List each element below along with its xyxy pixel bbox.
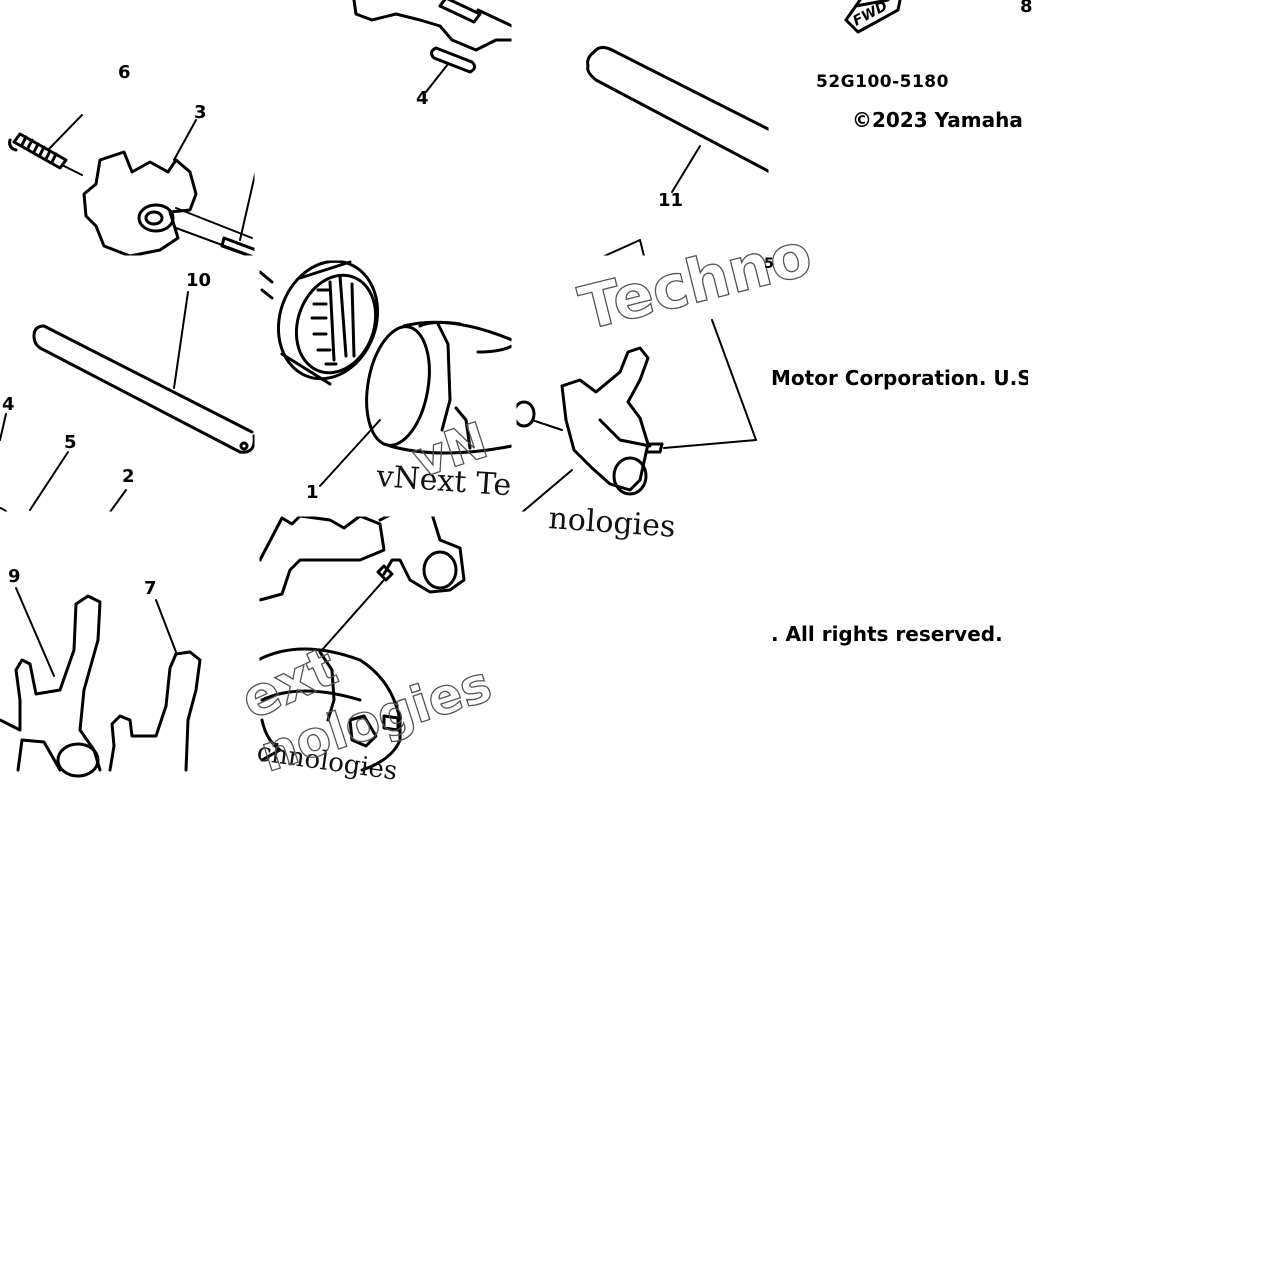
- part-code-label: 52G100-5180: [816, 72, 949, 92]
- bearing-part: [276, 259, 380, 386]
- watermark-text: Techno: [573, 220, 819, 345]
- dowel-pin-part-4: [425, 46, 477, 93]
- callout-label: 6: [118, 62, 131, 83]
- watermark-text: nologies: [547, 501, 676, 545]
- callout-label: 11: [658, 190, 683, 211]
- callout-label: 2: [122, 466, 135, 487]
- dowel-pin-part: [220, 169, 258, 260]
- callout-label: 5: [764, 256, 774, 272]
- fork-shaft-part-10: [32, 291, 256, 454]
- copyright-line-3: . All rights reserved.: [771, 622, 1003, 646]
- callout-label: 10: [186, 270, 211, 291]
- copyright-line-2: Motor Corporation. U.S.A.: [771, 366, 1028, 390]
- bolt-part-6: [8, 114, 83, 176]
- callout-label: 3: [194, 102, 207, 123]
- shift-cam-segment-part-3: [82, 119, 253, 258]
- callout-label: 9: [8, 566, 21, 587]
- fwd-arrow-icon: [844, 0, 902, 34]
- shift-fork-part: [512, 319, 757, 515]
- shift-fork-part-9: [0, 587, 102, 778]
- callout-label: 4: [416, 88, 429, 109]
- callout-numbers: 6 3 4 11 10 4 5 2 1 9 7 8 5: [2, 0, 1033, 599]
- copyright-line-1: ©2023 Yamaha M: [852, 108, 1028, 132]
- callout-label: 8: [1020, 0, 1033, 17]
- tile-seams: [0, 0, 774, 771]
- leader-lines-4-5-2: [0, 413, 127, 515]
- shift-fork-part-7: [108, 599, 202, 772]
- shift-drum-part-1: [254, 256, 514, 487]
- fork-shaft-part-11: [586, 45, 772, 193]
- callout-label: 1: [306, 482, 319, 503]
- callout-label: 7: [144, 578, 157, 599]
- shift-fork-part-8: [258, 512, 466, 651]
- callout-label: 5: [64, 432, 77, 453]
- shift-drum-lower-part: [256, 647, 402, 772]
- callout-label: 4: [2, 394, 15, 415]
- top-plate-part: [352, 0, 514, 52]
